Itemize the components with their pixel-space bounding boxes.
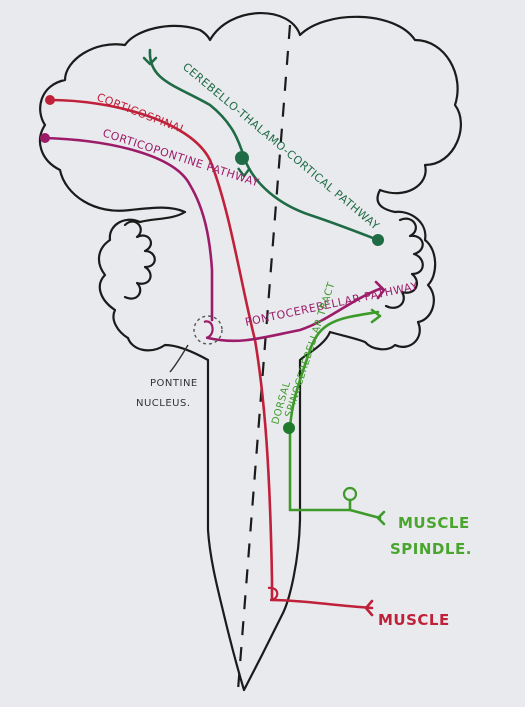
motor-neuron-synapse-icon xyxy=(267,586,279,602)
cerebellum-folia-right xyxy=(384,217,424,309)
pontine-nucleus-label-line1: PONTINE xyxy=(150,378,198,389)
pontocerebellar-tract xyxy=(206,286,384,343)
muscle-spindle-label-line2: SPINDLE. xyxy=(390,540,472,558)
neuron-markers xyxy=(40,95,384,602)
thalamus-synapse-icon xyxy=(237,167,251,178)
clarke-nucleus-cell-body-icon xyxy=(283,422,295,434)
corticopontine-tract xyxy=(43,136,214,322)
corticospinal-cell-body-icon xyxy=(45,95,55,105)
pontine-synapse-icon xyxy=(203,320,214,340)
muscle-efferent xyxy=(270,598,374,610)
muscle-ending xyxy=(364,599,374,617)
dentate-nucleus-cell-body-icon xyxy=(372,234,384,246)
corticospinal-tract xyxy=(48,98,274,602)
pontocerebellar-ending xyxy=(374,280,386,300)
muscle-spindle-ending xyxy=(376,510,386,526)
muscle-label: MUSCLE xyxy=(378,611,450,629)
pontine-nucleus-circle xyxy=(193,315,223,345)
cerebrum-outline xyxy=(38,12,462,692)
thalamus-cell-body-icon xyxy=(235,151,249,165)
muscle-spindle-label-line1: MUSCLE xyxy=(398,514,470,532)
spindle-receptor-icon xyxy=(342,486,358,502)
spinocerebellar-ending xyxy=(370,308,382,324)
brain-outline xyxy=(38,12,462,692)
midline-dashed xyxy=(236,24,292,691)
corticopontine-cell-body-icon xyxy=(40,133,50,143)
thalamo-cortical-ending xyxy=(142,56,158,66)
pontine-nucleus-label-line2: NUCLEUS. xyxy=(136,398,191,409)
cerebellum-folia-left xyxy=(123,220,156,300)
pontine-nucleus-pointer xyxy=(169,344,189,373)
